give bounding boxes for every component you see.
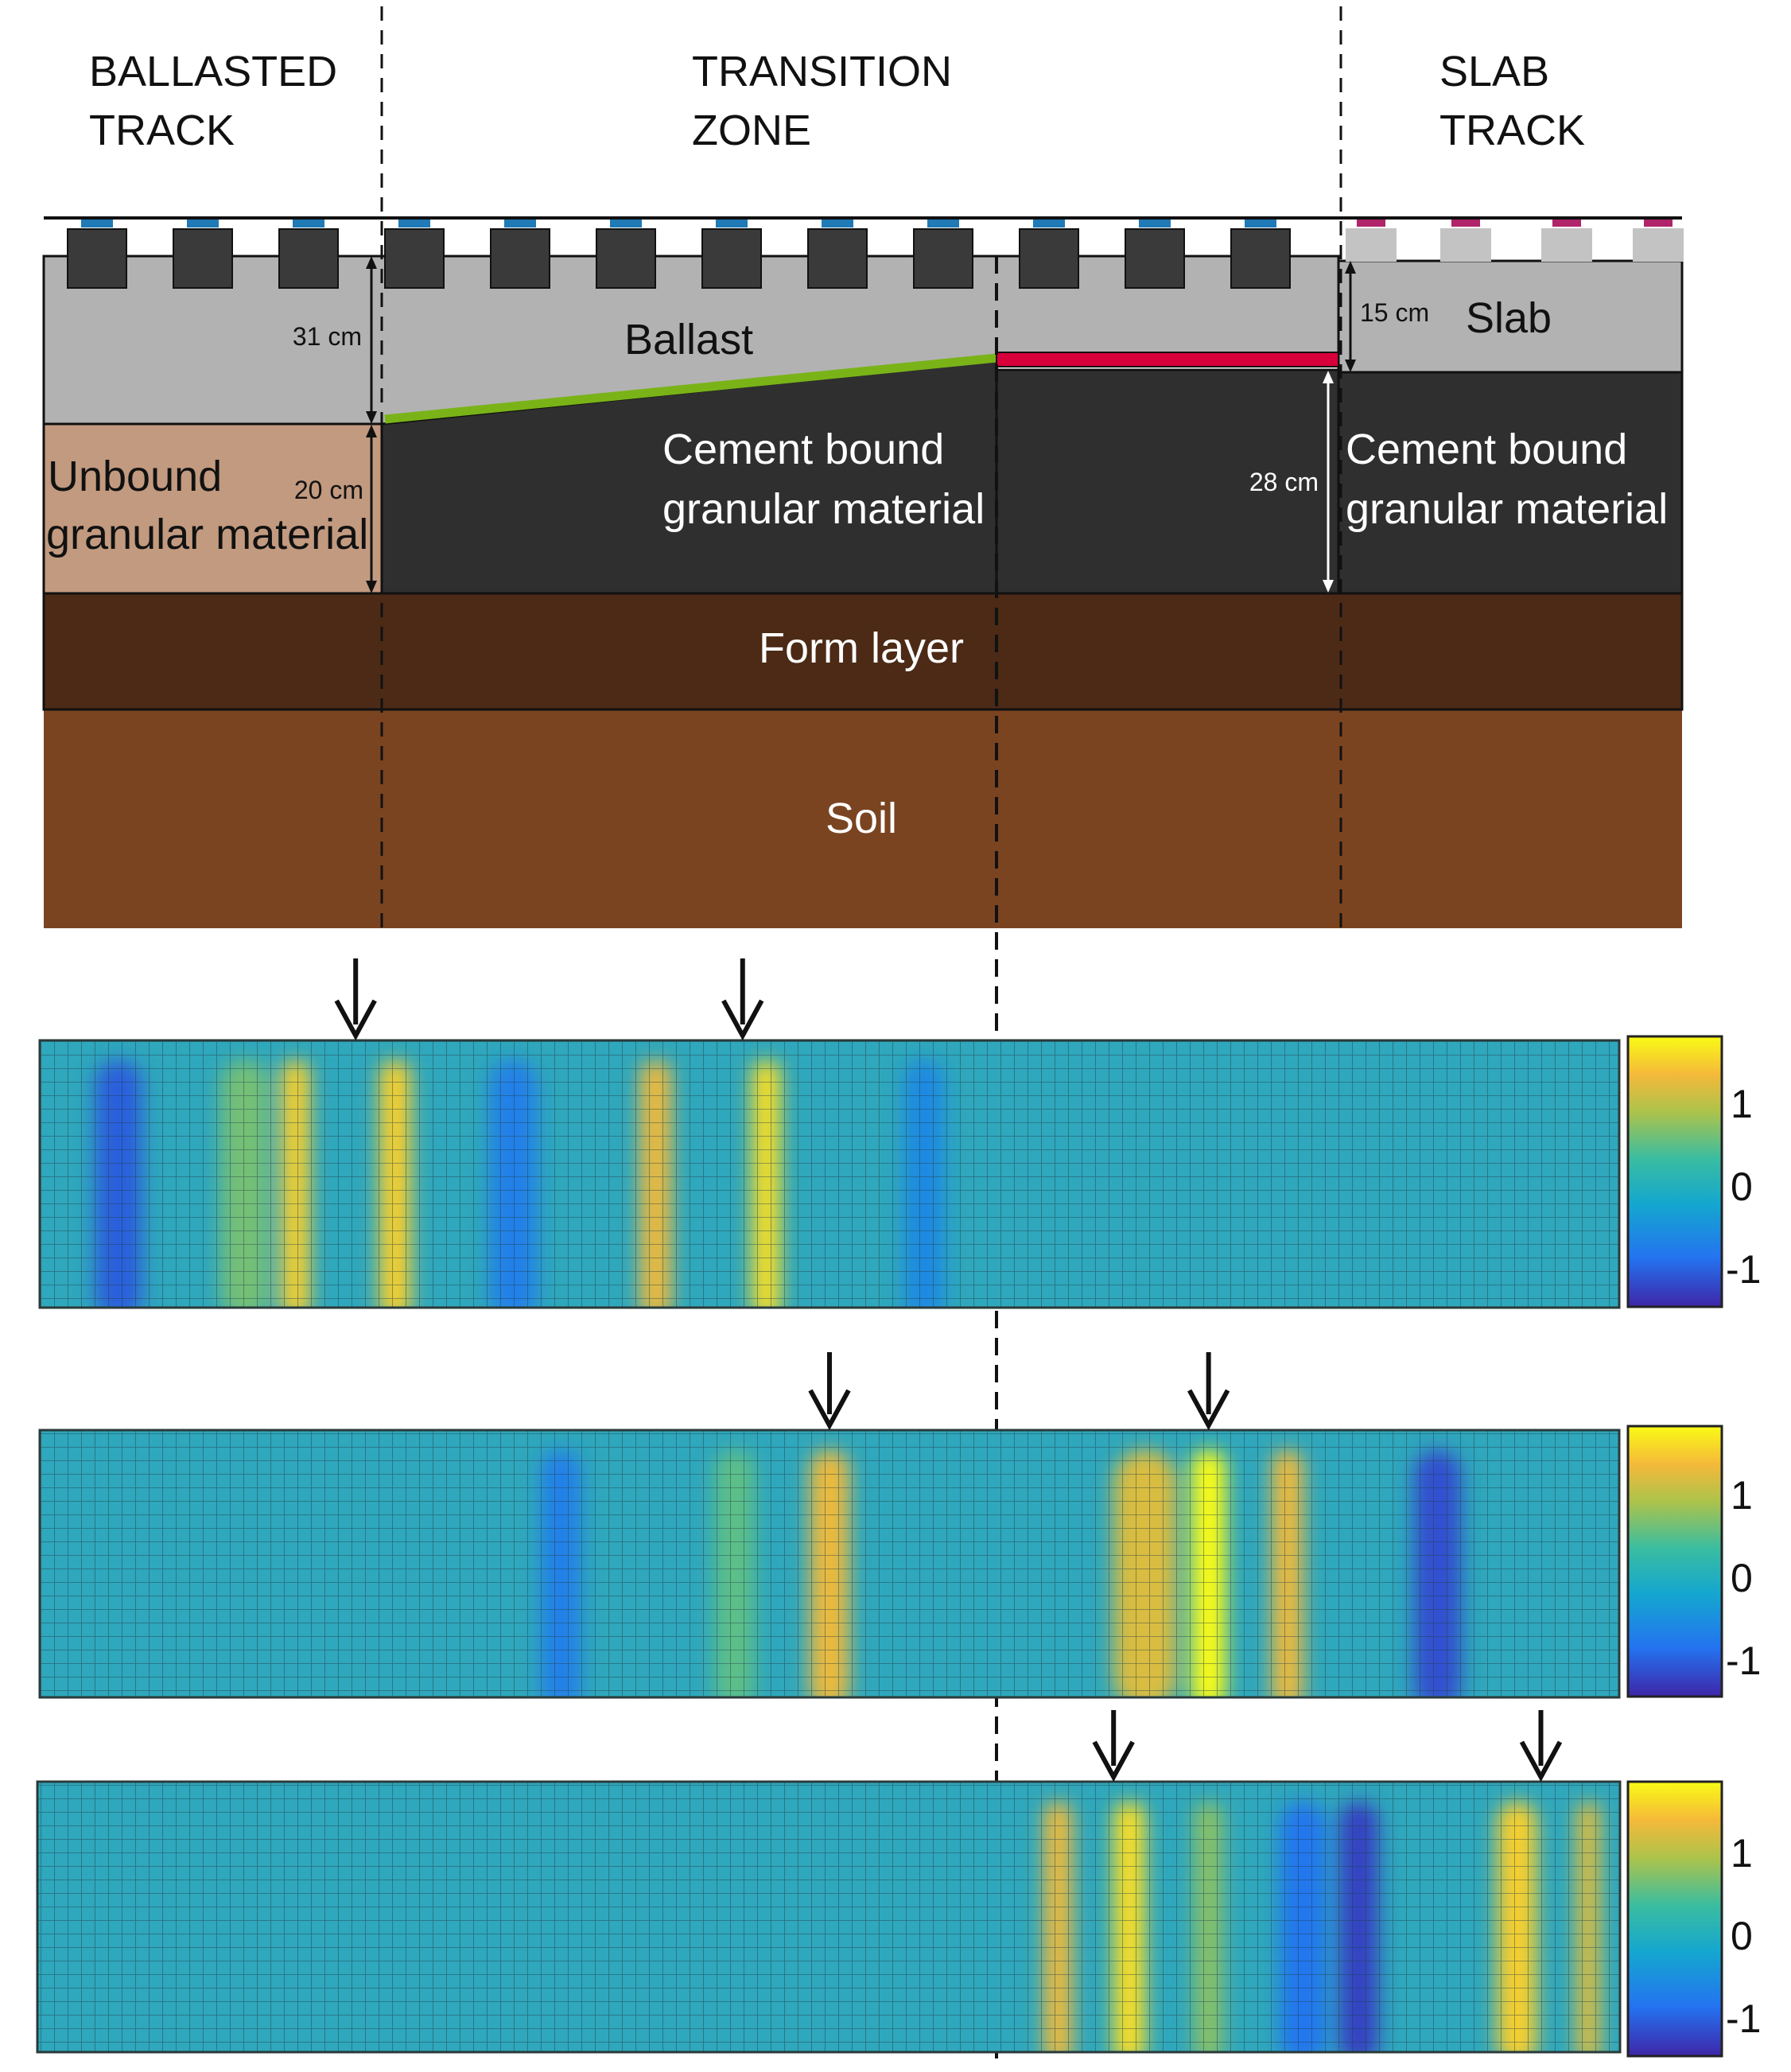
- label-cement-right-line1: Cement bound: [1346, 426, 1627, 473]
- sleepers: [67, 220, 1291, 289]
- sleeper: [1019, 220, 1079, 289]
- response-panel-1: [38, 958, 1621, 1309]
- slab-supports: [1346, 220, 1684, 262]
- sleeper: [67, 220, 127, 289]
- sleeper: [490, 220, 550, 289]
- colorbar-2: 1 0 -1: [1626, 1425, 1761, 1698]
- label-slab: Slab: [1466, 294, 1552, 342]
- colorbar-1-tick-pos: 1: [1731, 1082, 1753, 1126]
- label-cement-left-line2: granular material: [662, 485, 985, 533]
- label-unbound-line2: granular material: [46, 511, 368, 558]
- colorbar-1-tick-zero: 0: [1731, 1164, 1753, 1209]
- sloped-interface-line: [384, 353, 997, 424]
- heading-slab-line2: TRACK: [1439, 107, 1585, 154]
- sleeper: [807, 220, 868, 289]
- colorbar-3-tick-zero: 0: [1731, 1914, 1753, 1958]
- heading-slab-line1: SLAB: [1439, 48, 1549, 95]
- label-cement-left-line1: Cement bound: [662, 426, 944, 473]
- sleeper: [701, 220, 762, 289]
- load-arrow: [1519, 1710, 1563, 1782]
- colorbar-3: 1 0 -1: [1626, 1780, 1761, 2058]
- sleeper: [913, 220, 973, 289]
- colorbar-2-tick-neg: -1: [1726, 1639, 1761, 1683]
- load-arrow: [334, 958, 377, 1041]
- label-form-layer: Form layer: [759, 624, 964, 672]
- load-arrow: [721, 958, 764, 1041]
- label-cement-right-line2: granular material: [1346, 485, 1668, 533]
- colorbar-3-tick-neg: -1: [1726, 1996, 1761, 2041]
- interface-plate: [996, 352, 1339, 367]
- response-panel-3: [36, 1710, 1622, 2054]
- label-cement-depth: 28 cm: [1249, 468, 1319, 496]
- dimension-unbound: 20 cm: [294, 425, 377, 593]
- sleeper: [1230, 220, 1291, 289]
- soil-layer: [44, 709, 1682, 928]
- form-layer: [42, 592, 1684, 711]
- colorbar-1-tick-neg: -1: [1726, 1247, 1761, 1292]
- colorbar-1: 1 0 -1: [1626, 1035, 1761, 1308]
- heading-transition-line2: ZONE: [692, 107, 811, 154]
- colorbar-2-tick-zero: 0: [1731, 1556, 1753, 1600]
- unbound-granular-layer: [42, 422, 383, 595]
- cement-bound-layer-slab: [1337, 371, 1684, 595]
- dimension-ballast: 31 cm: [293, 256, 377, 424]
- load-arrow: [808, 1352, 851, 1431]
- label-unbound-depth: 20 cm: [294, 476, 363, 504]
- slab-support: [1541, 220, 1592, 262]
- label-unbound-line1: Unbound: [48, 453, 222, 500]
- response-panel-2: [38, 1352, 1621, 1699]
- label-slab-depth: 15 cm: [1360, 298, 1429, 327]
- colorbar-2-tick-pos: 1: [1731, 1473, 1753, 1518]
- heading-ballasted-line2: TRACK: [89, 107, 235, 154]
- heading-ballasted-line1: BALLASTED: [89, 48, 337, 95]
- colorbar-3-tick-pos: 1: [1731, 1831, 1753, 1876]
- label-soil: Soil: [826, 795, 897, 842]
- slab-layer: [1337, 259, 1684, 374]
- heading-transition-line1: TRANSITION: [692, 48, 952, 95]
- dimension-slab: 15 cm: [1345, 261, 1429, 372]
- sleeper: [278, 220, 339, 289]
- cross-section: BALLASTED TRACK TRANSITION ZONE SLAB TRA…: [42, 6, 1684, 2068]
- sleeper: [596, 220, 656, 289]
- label-ballast: Ballast: [624, 316, 753, 363]
- slab-support: [1346, 220, 1397, 262]
- slab-support: [1440, 220, 1491, 262]
- sleeper: [1125, 220, 1185, 289]
- load-arrow: [1092, 1710, 1135, 1782]
- label-ballast-depth: 31 cm: [293, 322, 362, 351]
- sleeper: [173, 220, 233, 289]
- slab-support: [1633, 220, 1684, 262]
- sleeper: [384, 220, 445, 289]
- dimension-cement: 28 cm: [1249, 371, 1334, 593]
- load-arrow: [1187, 1352, 1230, 1431]
